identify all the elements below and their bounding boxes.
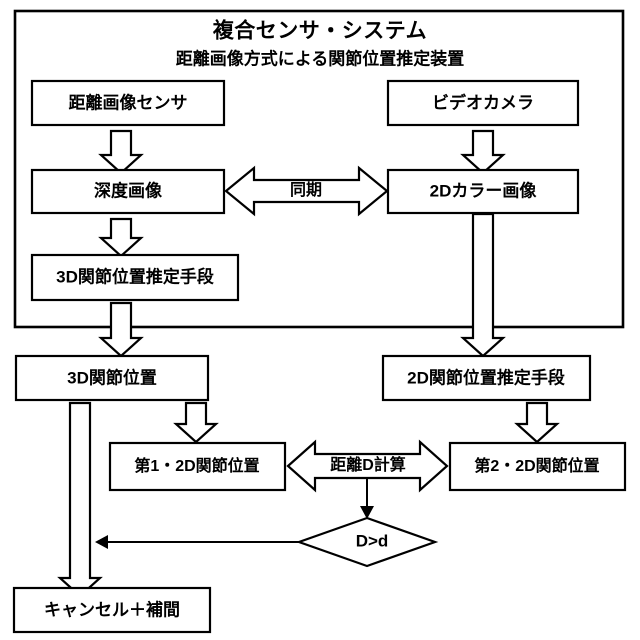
arrow-down-joint-est-2d-to-second-2d (514, 401, 560, 444)
diagram-subtitle: 距離画像方式による関節位置推定装置 (176, 48, 465, 68)
node-depth-image[interactable] (30, 168, 226, 215)
node-cancel-interp-bg (14, 588, 210, 632)
arrow-down-video-camera-to-color-image (460, 129, 506, 175)
node-second-2d-joint-bg (450, 443, 625, 490)
node-joint-est-3d-label: 3D関節位置推定手段 (56, 266, 214, 286)
node-joint-pos-3d[interactable] (14, 354, 210, 402)
arrow-down-depth-sensor-to-depth-image (98, 129, 144, 175)
edge-label-distance-calc: 距離D計算 (330, 455, 406, 474)
node-depth-image-bg (32, 170, 224, 213)
node-second-2d-joint[interactable] (448, 441, 627, 492)
node-first-2d-joint-label: 第1・2D関節位置 (134, 456, 259, 475)
node-cancel-interp-label: キャンセル＋補間 (44, 599, 180, 619)
node-color-image-2d-label: 2Dカラー画像 (430, 181, 538, 200)
node-joint-est-2d-bg (383, 356, 590, 400)
node-joint-est-2d[interactable] (381, 354, 592, 402)
node-video-camera-label: ビデオカメラ (432, 92, 534, 112)
node-depth-sensor[interactable] (30, 79, 226, 127)
arrow-down-depth-image-to-joint-est-3d (98, 217, 144, 258)
node-first-2d-joint[interactable] (108, 441, 287, 492)
node-video-camera-bg (388, 81, 578, 125)
arrow-down-color-image-to-joint-est-2d (460, 212, 506, 358)
node-joint-est-3d[interactable] (30, 253, 240, 302)
arrowhead-cancel-in (95, 535, 108, 549)
arrow-bidirectional-distance-calc (286, 439, 449, 493)
decision-condition[interactable] (295, 516, 439, 568)
node-joint-pos-3d-bg (16, 356, 208, 400)
arrow-down-joint-pos-3d-to-first-2d (173, 401, 219, 444)
node-video-camera[interactable] (386, 79, 580, 127)
arrow-down-joint-est-3d-to-joint-pos-3d (98, 301, 144, 358)
node-joint-est-2d-label: 2D関節位置推定手段 (407, 367, 565, 387)
node-first-2d-joint-bg (110, 443, 285, 490)
edge-label-sync: 同期 (290, 180, 322, 199)
node-depth-image-label: 深度画像 (94, 180, 163, 200)
node-joint-pos-3d-label: 3D関節位置 (67, 367, 157, 387)
system-container-border (13, 9, 625, 329)
decision-condition-label: D>d (356, 531, 389, 550)
arrowhead-decision-in (360, 506, 374, 519)
node-depth-sensor-bg (32, 81, 224, 125)
node-cancel-interp[interactable] (12, 586, 212, 634)
node-color-image-2d-bg (388, 170, 578, 213)
diagram-title: 複合センサ・システム (212, 19, 427, 43)
arrow-down-joint-pos-3d-to-cancel (57, 401, 103, 598)
node-second-2d-joint-label: 第2・2D関節位置 (474, 456, 599, 475)
arrow-bidirectional-sync (224, 165, 389, 217)
node-depth-sensor-label: 距離画像センサ (69, 92, 188, 112)
node-joint-est-3d-bg (32, 255, 238, 300)
